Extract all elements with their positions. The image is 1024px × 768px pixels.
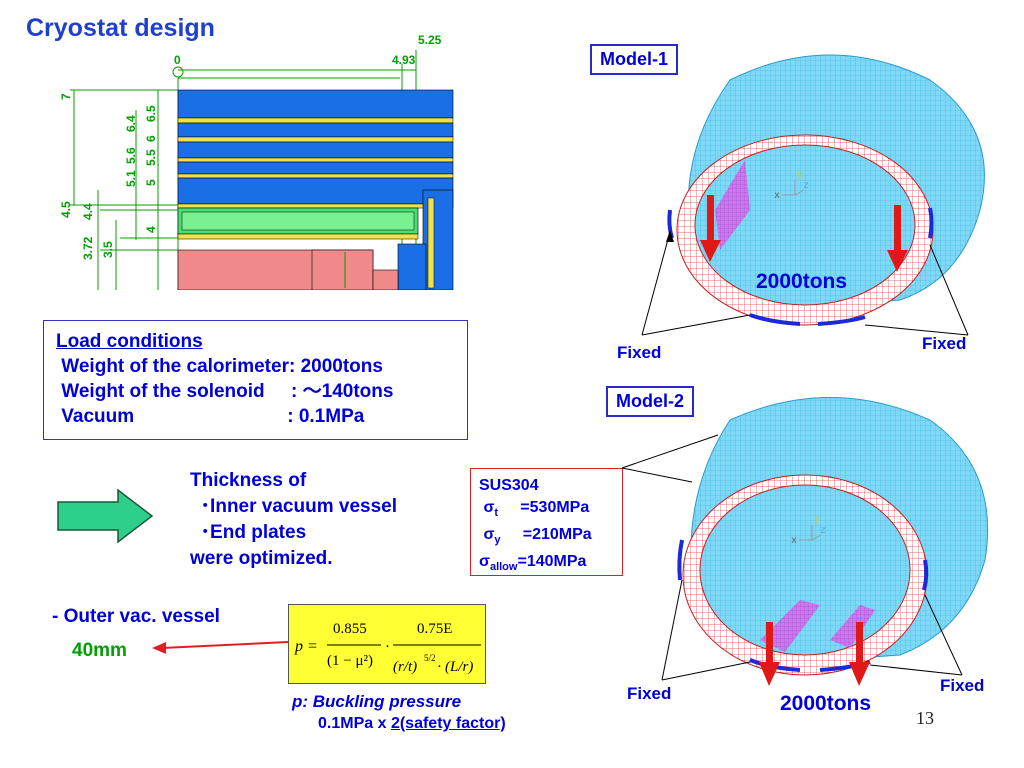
- right-arrow-icon: [57, 488, 154, 544]
- dim-3-72: 3.72: [81, 236, 95, 260]
- svg-text:·: ·: [385, 639, 390, 655]
- dim-5-5: 5.5: [144, 149, 158, 166]
- dim-5-25: 5.25: [418, 33, 442, 47]
- left-arrow-icon: [152, 641, 289, 654]
- dim-4-93: 4.93: [392, 53, 416, 67]
- load-row-calorimeter: Weight of the calorimeter: 2000tons: [56, 356, 383, 377]
- svg-text:·: ·: [437, 659, 442, 675]
- load-conditions-box: Load conditions Weight of the calorimete…: [43, 320, 468, 440]
- slide-title: Cryostat design: [26, 14, 215, 42]
- optimization-note: Thickness of ･Inner vacuum vessel ･End p…: [190, 468, 397, 572]
- axis-y-label: y: [814, 514, 820, 525]
- model-1-load: 2000tons: [756, 270, 848, 293]
- svg-text:(1 − μ²): (1 − μ²): [327, 653, 373, 669]
- page-number: 13: [916, 708, 934, 728]
- dim-3-5: 3.5: [101, 241, 115, 258]
- model-1-label: Model-1: [590, 44, 679, 75]
- formula-graphic: p = 0.855 (1 − μ²) · 0.75E (r/t) 5/2 · (…: [294, 621, 481, 675]
- axis-x-label: x: [774, 190, 780, 201]
- model-2-fem-mesh: x y z: [621, 397, 989, 686]
- load-row-solenoid: Weight of the solenoid : ～140tons: [56, 381, 394, 402]
- svg-text:0.75E: 0.75E: [417, 621, 452, 637]
- sigma-t-row: σt =530MPa: [483, 499, 590, 520]
- thickness-line-4: were optimized.: [190, 548, 333, 569]
- dim-4-4: 4.4: [81, 203, 95, 220]
- thickness-line-3: ･End plates: [190, 522, 307, 543]
- axis-x-label: x: [791, 535, 797, 546]
- axis-z-label: z: [820, 525, 826, 536]
- dim-4: 4: [144, 226, 158, 233]
- model-2-fixed-right: Fixed: [940, 676, 985, 695]
- svg-text:(r/t): (r/t): [393, 659, 417, 675]
- dim-7: 7: [59, 93, 73, 100]
- svg-text:0.855: 0.855: [333, 621, 367, 637]
- load-row-vacuum: Vacuum : 0.1MPa: [56, 406, 365, 427]
- thickness-line-1: Thickness of: [190, 470, 307, 491]
- model-2-load: 2000tons: [780, 692, 872, 715]
- dim-5: 5: [144, 179, 158, 186]
- cryostat-cross-section-drawing: 5.25 0 4.93 7 4.5 4.4 3.72 3.5 6.5 6.4 6…: [59, 33, 454, 290]
- sigma-allow-row: σallow=140MPa: [479, 553, 587, 574]
- svg-text:5/2: 5/2: [424, 653, 436, 663]
- model-1-fem-mesh: x y z: [641, 54, 985, 336]
- dim-6: 6: [144, 135, 158, 142]
- safety-factor-note: 0.1MPa x 2(safety factor): [318, 715, 506, 732]
- dim-4-5: 4.5: [59, 201, 73, 218]
- axis-z-label: z: [803, 180, 809, 191]
- material-properties-box: SUS304 σt =530MPa σy =210MPa σallow=140M…: [470, 468, 623, 576]
- model-2-label: Model-2: [606, 386, 695, 417]
- dim-5-6: 5.6: [124, 147, 138, 164]
- material-name: SUS304: [479, 477, 539, 494]
- dim-5-1: 5.1: [124, 170, 138, 187]
- dim-6-4: 6.4: [124, 115, 138, 132]
- thickness-line-2: ･Inner vacuum vessel: [190, 496, 397, 517]
- outer-vessel-thickness: 40mm: [72, 640, 127, 661]
- svg-text:p =: p =: [294, 638, 318, 655]
- model-1-fixed-right: Fixed: [922, 334, 967, 353]
- sigma-y-row: σy =210MPa: [483, 526, 592, 547]
- buckling-pressure-label: p: Buckling pressure: [292, 692, 462, 711]
- buckling-formula: p = 0.855 (1 − μ²) · 0.75E (r/t) 5/2 · (…: [288, 604, 486, 684]
- model-2-fixed-left: Fixed: [627, 684, 672, 703]
- axis-y-label: y: [797, 169, 803, 180]
- dim-6-5: 6.5: [144, 105, 158, 122]
- outer-vessel-label: - Outer vac. vessel: [52, 606, 220, 627]
- svg-text:(L/r): (L/r): [445, 659, 473, 675]
- dim-0: 0: [174, 53, 181, 67]
- model-1-fixed-left: Fixed: [617, 343, 662, 362]
- load-conditions-heading: Load conditions: [56, 331, 203, 352]
